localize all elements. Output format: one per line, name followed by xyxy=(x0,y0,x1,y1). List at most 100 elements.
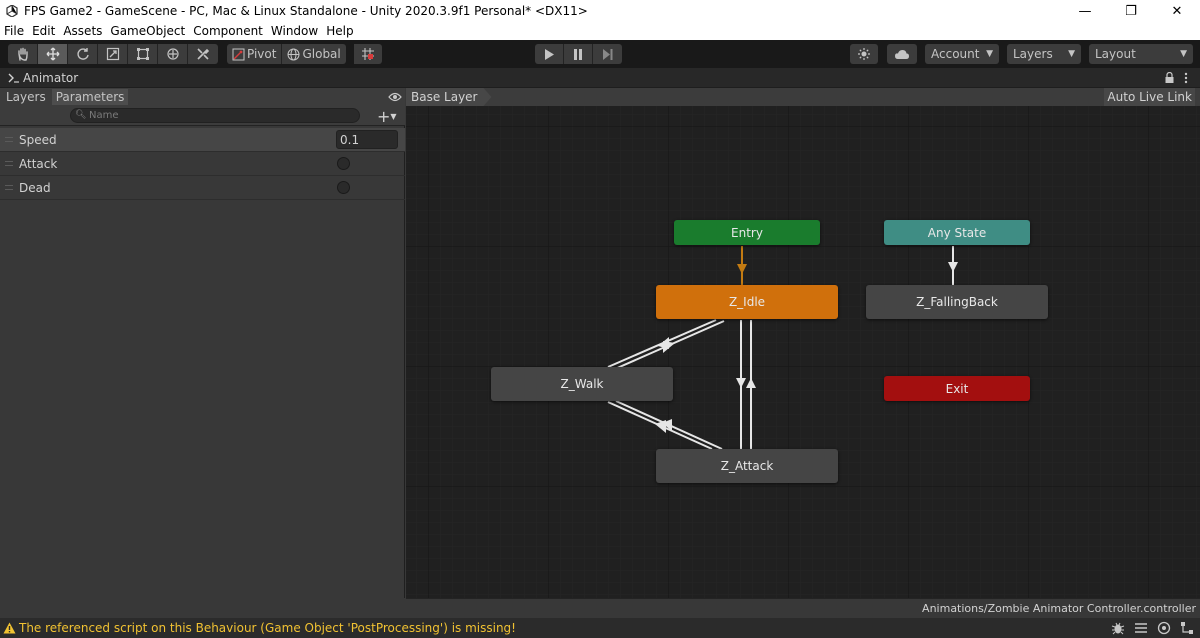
layout-dropdown[interactable]: Layout ▼ xyxy=(1089,44,1193,64)
parameter-name: Speed xyxy=(19,132,57,147)
menu-edit[interactable]: Edit xyxy=(32,24,56,38)
grid-snap-button[interactable] xyxy=(354,44,382,64)
attack-trigger-toggle[interactable] xyxy=(337,157,350,170)
animator-window-tab: Animator xyxy=(0,68,1200,88)
maximize-button[interactable]: ❐ xyxy=(1125,3,1137,19)
state-z-walk[interactable]: Z_Walk xyxy=(491,367,673,401)
drag-handle-icon[interactable] xyxy=(5,161,13,166)
drag-handle-icon[interactable] xyxy=(5,137,13,142)
hand-tool-button[interactable] xyxy=(8,44,38,64)
menu-bar: File Edit Assets GameObject Component Wi… xyxy=(0,22,1200,40)
transition-edges xyxy=(607,246,958,450)
status-bar[interactable]: The referenced script on this Behaviour … xyxy=(0,618,1200,638)
chevron-down-icon: ▼ xyxy=(390,112,397,121)
minimize-button[interactable]: — xyxy=(1078,3,1092,19)
global-toggle[interactable]: Global xyxy=(282,44,346,64)
state-exit[interactable]: Exit xyxy=(884,376,1030,401)
warning-icon xyxy=(3,622,16,634)
parameter-row-attack[interactable]: Attack xyxy=(0,152,405,176)
eye-icon[interactable] xyxy=(388,92,402,102)
status-message[interactable]: The referenced script on this Behaviour … xyxy=(19,621,516,635)
menu-gameobject[interactable]: GameObject xyxy=(110,24,186,38)
arrow-icon xyxy=(663,341,675,353)
services-icon xyxy=(858,48,870,60)
progress-icon[interactable] xyxy=(1133,621,1148,635)
controller-path-bar: Animations/Zombie Animator Controller.co… xyxy=(406,598,1200,618)
parameters-panel: Layers Parameters 🔍︎ Name +▼ Speed 0.1 A… xyxy=(0,88,405,598)
layers-dropdown[interactable]: Layers ▼ xyxy=(1007,44,1081,64)
arrow-icon xyxy=(948,262,958,272)
tab-parameters[interactable]: Parameters xyxy=(51,89,129,105)
state-label: Z_Idle xyxy=(728,295,766,309)
rotate-icon xyxy=(76,48,89,60)
breadcrumb[interactable]: Base Layer xyxy=(406,88,492,106)
animator-graph[interactable]: Base Layer Auto Live Link Entry Any Stat… xyxy=(406,88,1200,598)
menu-window[interactable]: Window xyxy=(270,24,319,38)
pivot-toggle[interactable]: Pivot xyxy=(227,44,283,64)
animator-tab-title: Animator xyxy=(23,71,79,85)
tab-layers[interactable]: Layers xyxy=(6,90,46,104)
playmode-controls xyxy=(535,44,622,64)
graph-grid xyxy=(406,106,1200,598)
collab-group xyxy=(887,44,917,64)
unity-logo-icon xyxy=(6,5,18,17)
hierarchy-icon[interactable] xyxy=(1179,621,1194,635)
rect-tool-button[interactable] xyxy=(128,44,158,64)
rect-icon xyxy=(136,48,149,60)
menu-file[interactable]: File xyxy=(4,24,25,38)
state-label: Exit xyxy=(945,381,969,396)
bug-icon[interactable] xyxy=(1110,621,1125,635)
menu-help[interactable]: Help xyxy=(326,24,354,38)
lighting-icon[interactable] xyxy=(1156,621,1171,635)
lock-icon[interactable] xyxy=(1165,72,1174,83)
services-group xyxy=(850,44,878,64)
transform-tool-button[interactable] xyxy=(158,44,188,64)
arrow-icon xyxy=(736,378,746,388)
state-any-state[interactable]: Any State xyxy=(884,220,1030,245)
play-button[interactable] xyxy=(535,44,564,64)
animator-tab[interactable]: Animator xyxy=(8,71,78,85)
drag-handle-icon[interactable] xyxy=(5,185,13,190)
transform-tools xyxy=(8,44,218,64)
grid-snap-group xyxy=(354,44,382,64)
controller-path: Animations/Zombie Animator Controller.co… xyxy=(922,602,1196,615)
chevron-down-icon: ▼ xyxy=(1180,49,1187,59)
parameter-row-dead[interactable]: Dead xyxy=(0,176,405,200)
layout-label: Layout xyxy=(1095,47,1136,61)
parameter-row-speed[interactable]: Speed 0.1 xyxy=(0,128,405,152)
speed-value-field[interactable]: 0.1 xyxy=(336,130,398,149)
step-button[interactable] xyxy=(593,44,622,64)
custom-tool-button[interactable] xyxy=(188,44,218,64)
state-label: Any State xyxy=(927,225,987,240)
close-button[interactable]: ✕ xyxy=(1171,3,1183,19)
breadcrumb-base-layer: Base Layer xyxy=(411,90,478,104)
menu-component[interactable]: Component xyxy=(193,24,263,38)
pause-icon xyxy=(574,48,582,60)
search-placeholder: Name xyxy=(89,110,119,121)
menu-assets[interactable]: Assets xyxy=(63,24,103,38)
state-label: Z_FallingBack xyxy=(916,295,998,309)
scale-icon xyxy=(106,47,119,61)
services-button[interactable] xyxy=(850,44,878,64)
arrow-icon xyxy=(737,264,747,274)
kebab-menu-icon[interactable] xyxy=(1184,72,1188,84)
add-parameter-button[interactable]: +▼ xyxy=(377,107,397,126)
parameter-search-input[interactable]: 🔍︎ Name xyxy=(70,108,360,123)
chevron-down-icon: ▼ xyxy=(1068,49,1075,59)
pivot-label: Pivot xyxy=(247,47,277,61)
scale-tool-button[interactable] xyxy=(98,44,128,64)
rotate-tool-button[interactable] xyxy=(68,44,98,64)
account-dropdown[interactable]: Account ▼ xyxy=(925,44,999,64)
auto-live-link-button[interactable]: Auto Live Link xyxy=(1104,88,1195,106)
dead-trigger-toggle[interactable] xyxy=(337,181,350,194)
graph-header: Base Layer Auto Live Link xyxy=(406,88,1200,106)
window-title: FPS Game2 - GameScene - PC, Mac & Linux … xyxy=(24,4,588,18)
state-entry[interactable]: Entry xyxy=(674,220,820,245)
move-tool-button[interactable] xyxy=(38,44,68,64)
state-z-attack[interactable]: Z_Attack xyxy=(656,449,838,483)
state-z-idle[interactable]: Z_Idle xyxy=(656,285,838,319)
pivot-icon xyxy=(232,48,245,60)
pause-button[interactable] xyxy=(564,44,593,64)
cloud-button[interactable] xyxy=(887,44,917,64)
state-z-fallingback[interactable]: Z_FallingBack xyxy=(866,285,1048,319)
